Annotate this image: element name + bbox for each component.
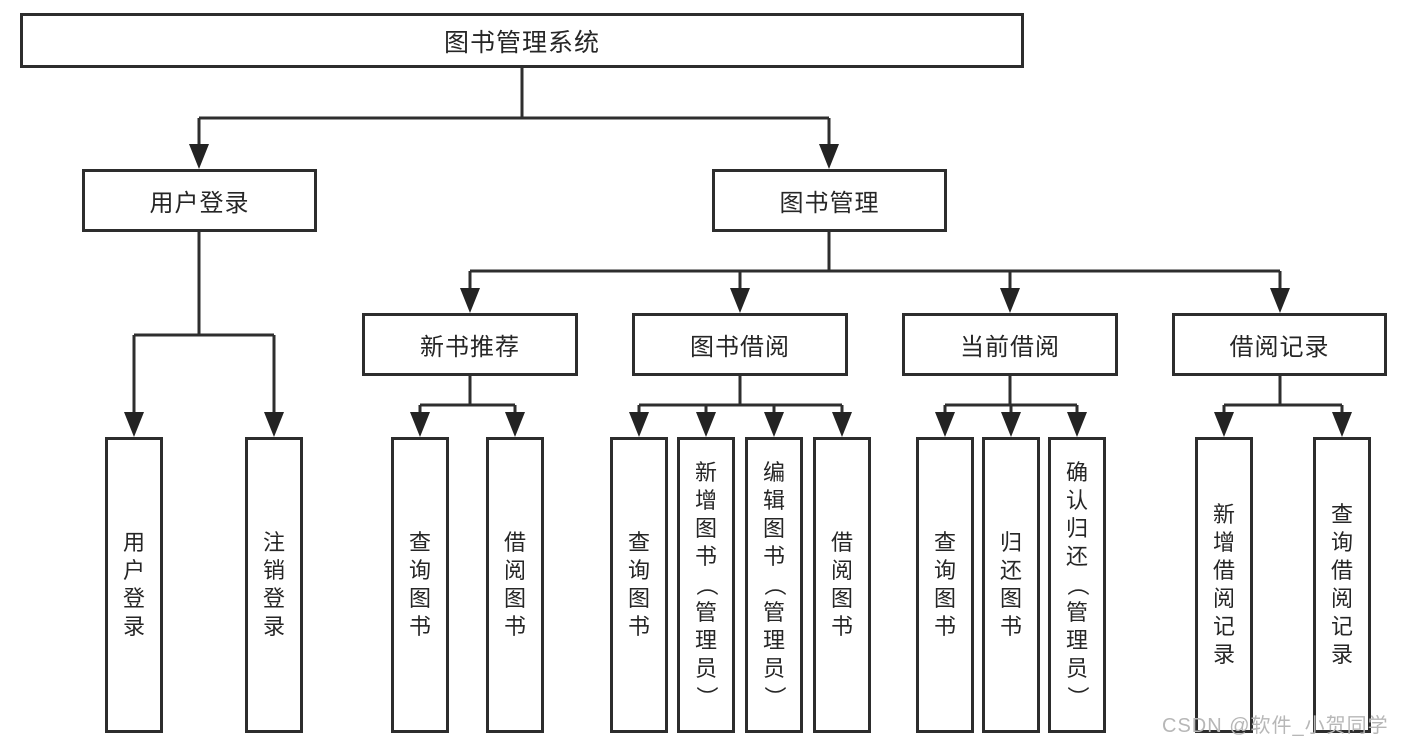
node-book-borrowing: 图书借阅 (632, 313, 848, 376)
node-label: 确认归还（管理员） (1064, 460, 1090, 709)
node-label: 新增图书（管理员） (693, 460, 719, 709)
node-label: 图书管理 (779, 190, 880, 217)
leaf-borrow-edit-books-admin: 编辑图书（管理员） (745, 437, 803, 733)
arrow-down-icons (124, 144, 1352, 437)
node-new-book-recommendation: 新书推荐 (362, 313, 578, 376)
leaf-borrow-add-books-admin: 新增图书（管理员） (677, 437, 735, 733)
node-label: 查询借阅记录 (1330, 502, 1353, 667)
node-label: 编辑图书（管理员） (761, 460, 787, 709)
node-library-management-system: 图书管理系统 (20, 13, 1024, 68)
node-label: 借阅图书 (503, 530, 526, 639)
node-label: 新增借阅记录 (1212, 502, 1235, 667)
node-user-login: 用户登录 (82, 169, 317, 232)
node-label: 查询图书 (408, 530, 431, 639)
node-label: 图书借阅 (690, 334, 790, 361)
leaf-logout: 注销登录 (245, 437, 303, 733)
node-label: 借阅图书 (830, 530, 853, 639)
leaf-records-add-record: 新增借阅记录 (1195, 437, 1253, 733)
leaf-borrow-query-books: 查询图书 (610, 437, 668, 733)
node-borrowing-records: 借阅记录 (1172, 313, 1387, 376)
leaf-current-return-books: 归还图书 (982, 437, 1040, 733)
node-label: 图书管理系统 (443, 28, 600, 57)
node-label: 用户登录 (122, 530, 145, 639)
node-current-borrowing: 当前借阅 (902, 313, 1118, 376)
leaf-records-query-record: 查询借阅记录 (1313, 437, 1371, 733)
leaf-user-login: 用户登录 (105, 437, 163, 733)
node-label: 用户登录 (149, 190, 250, 217)
csdn-watermark: CSDN @软件_小贺同学 (1162, 715, 1389, 737)
connector-lines (132, 68, 1344, 414)
node-label: 注销登录 (262, 530, 285, 639)
node-label: 归还图书 (999, 530, 1022, 639)
node-label: 查询图书 (933, 530, 956, 639)
node-book-management: 图书管理 (712, 169, 947, 232)
node-label: 借阅记录 (1229, 334, 1330, 361)
node-label: 查询图书 (627, 530, 650, 639)
leaf-newbook-borrow-books: 借阅图书 (486, 437, 544, 733)
leaf-current-query-books: 查询图书 (916, 437, 974, 733)
node-label: 新书推荐 (420, 334, 520, 361)
node-label: 当前借阅 (960, 334, 1060, 361)
leaf-borrow-borrow-books: 借阅图书 (813, 437, 871, 733)
leaf-current-confirm-return-admin: 确认归还（管理员） (1048, 437, 1106, 733)
leaf-newbook-query-books: 查询图书 (391, 437, 449, 733)
